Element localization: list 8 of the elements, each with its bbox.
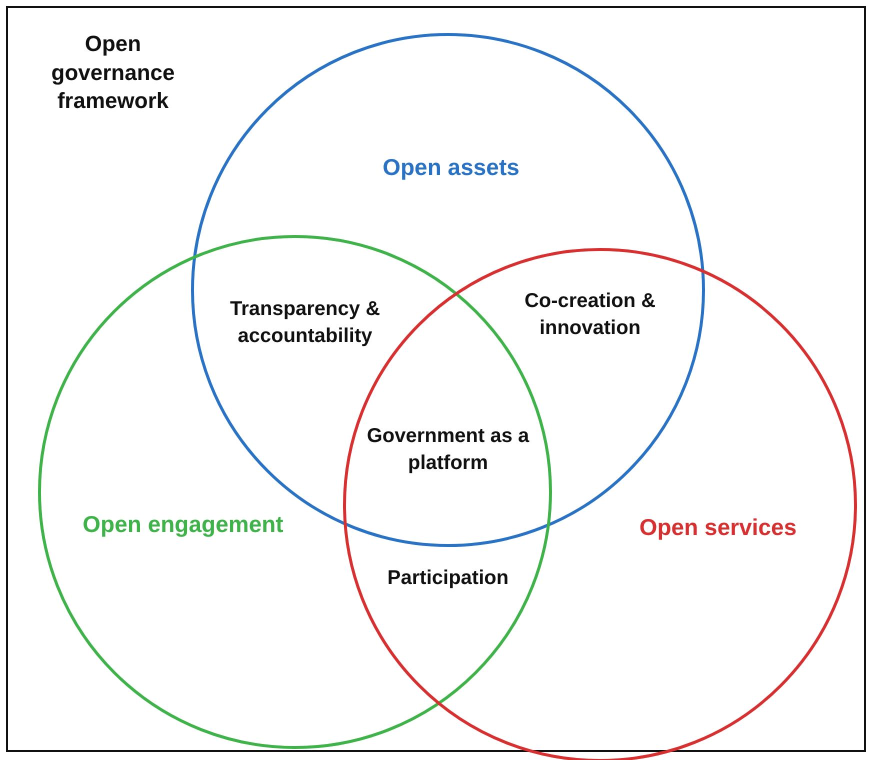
circle-title: Open engagement (82, 511, 284, 538)
circle-title: Open assets (382, 154, 520, 181)
circle-title: Open services (639, 514, 797, 541)
overlap-label: Transparency & accountability (228, 297, 382, 349)
overlap-label: Co-creation & innovation (523, 289, 657, 341)
overlap-label: Government as a platform (366, 424, 530, 476)
diagram-title: Open governance framework (50, 30, 176, 116)
overlap-label: Participation (386, 566, 510, 591)
